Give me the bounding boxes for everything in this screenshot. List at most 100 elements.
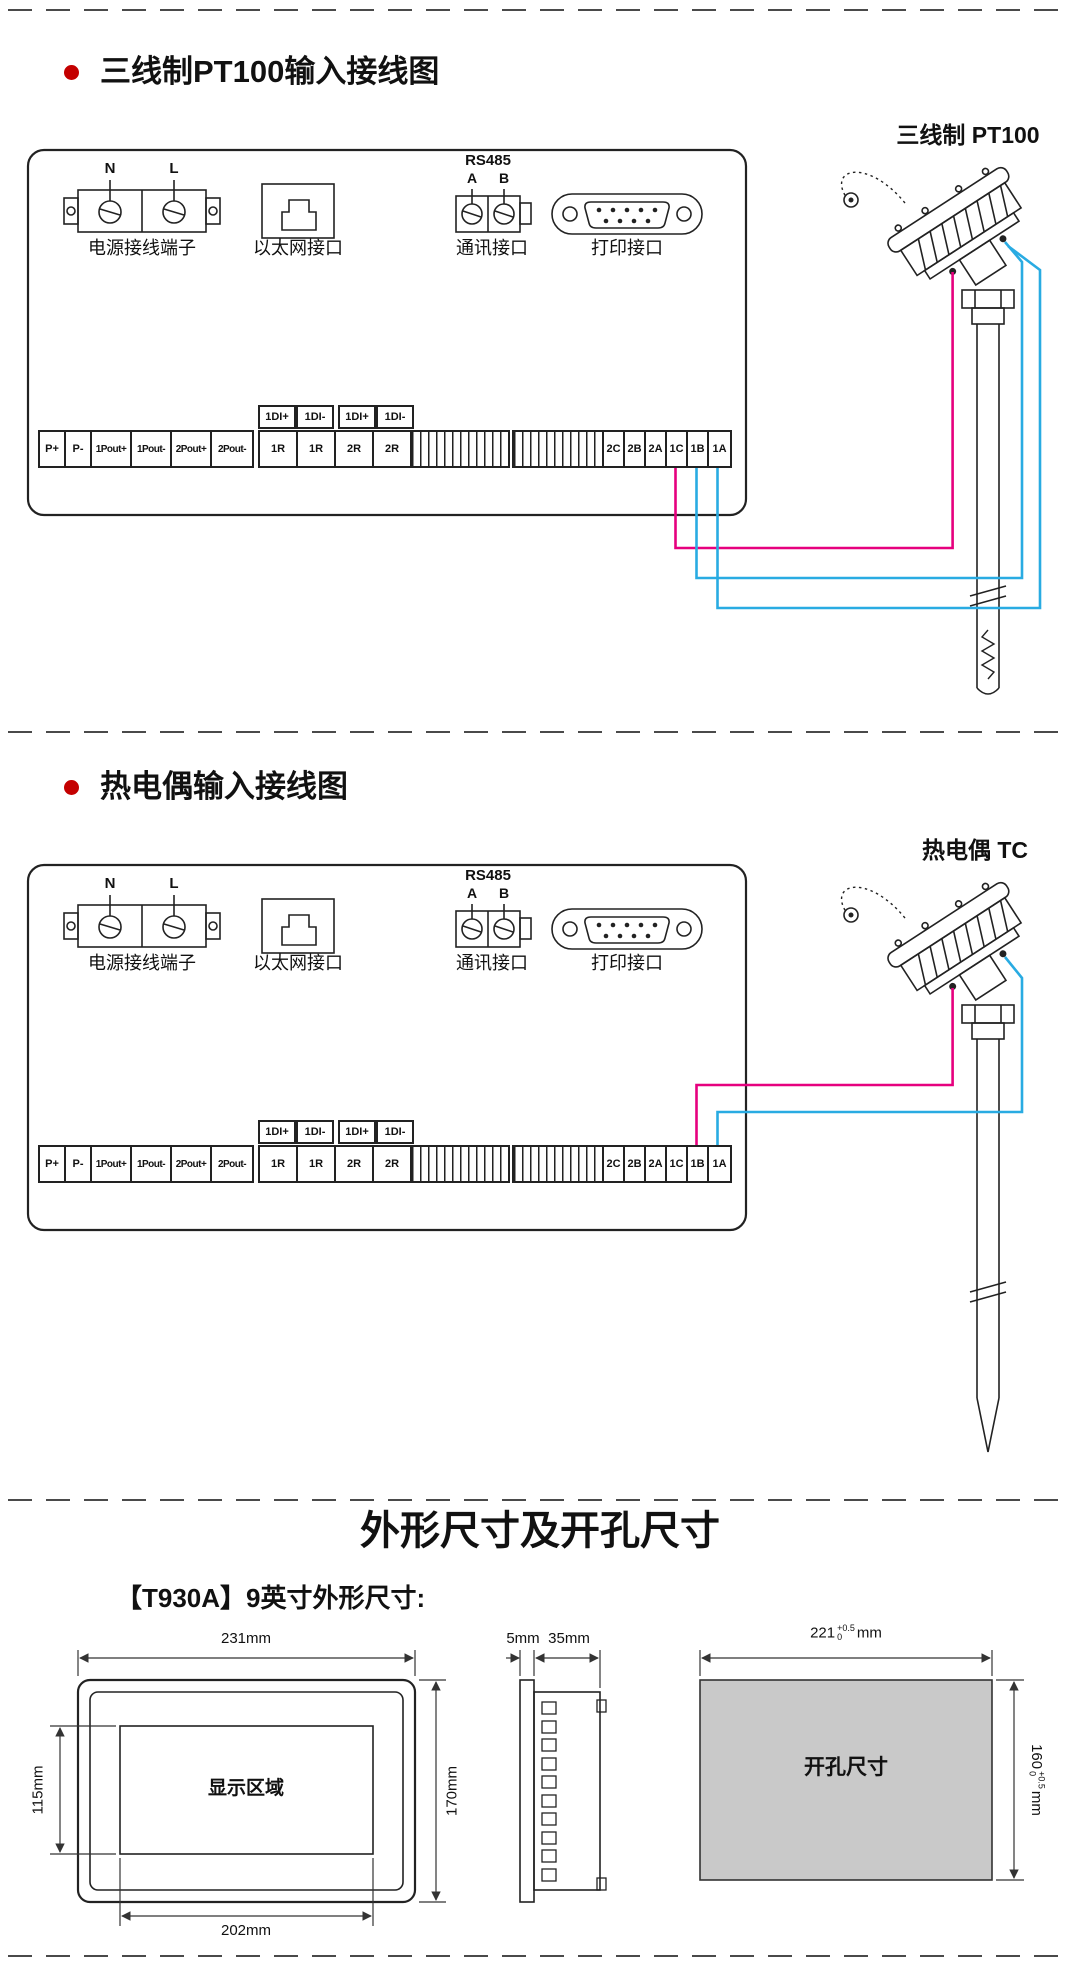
pt100-probe-head-icon (840, 158, 1051, 325)
dimensions-subtitle: 【T930A】9英寸外形尺寸: (116, 1583, 426, 1613)
cutout-dimension-lines (699, 1650, 1024, 1881)
terminal-cell: 1A (712, 443, 727, 455)
di-label-cell: 1DI+ (338, 1120, 376, 1144)
pt100-wire-magenta (674, 272, 954, 550)
section-heading: 热电偶输入接线图 (100, 769, 348, 804)
section-heading: 三线制PT100输入接线图 (100, 54, 440, 89)
output-terminal-strip: P+ P- 1Pout+ 1Pout- 2Pout+ 2Pout- (38, 1145, 254, 1183)
terminal-cell: P- (66, 432, 92, 466)
relay-terminal-strip: 1R 1R 2R 2R (258, 430, 510, 468)
side-view-dimension-lines (506, 1650, 601, 1688)
hatched-terminal-block (412, 1147, 508, 1181)
power-n-label: N (104, 875, 116, 892)
terminal-cell: 2C (604, 432, 625, 466)
terminal-cell: 2A (646, 1147, 667, 1181)
pt100-wire-blue-2 (716, 244, 1042, 610)
terminal-cell: 1Pout- (132, 432, 172, 466)
rear-panel-outline-2 (26, 863, 748, 1232)
terminal-cell: 2R (374, 1147, 412, 1181)
pt100-wire-blue-1 (695, 241, 1024, 580)
hatched-terminal-block (514, 1147, 604, 1181)
tc-probe-stem (969, 1039, 1007, 1453)
rs485-a-label: A (466, 170, 478, 186)
front-view-dimension-lines (50, 1650, 446, 1926)
probe-label: 三线制 PT100 (896, 122, 1040, 148)
di-label-cell: 1DI- (296, 405, 334, 429)
ethernet-port-label: 以太网接口 (253, 238, 343, 258)
di-label-cell: 1DI- (296, 1120, 334, 1144)
input-terminal-strip: 2C 2B 2A 1C 1B 1A (512, 1145, 732, 1183)
terminal-cell: P+ (40, 432, 66, 466)
dim-display-height: 115mm (29, 1765, 47, 1815)
terminal-cell: 2A (646, 432, 667, 466)
power-l-label: L (169, 160, 179, 177)
power-l-label: L (169, 875, 179, 892)
terminal-cell: 1R (260, 1147, 298, 1181)
display-area-label: 显示区域 (207, 1778, 285, 1799)
section-bullet-icon (64, 65, 79, 80)
terminal-cell: 2Pout- (217, 443, 247, 455)
terminal-cell: 2R (374, 432, 412, 466)
cutout-width-tol-minus: 0 (837, 1632, 843, 1643)
panel-ports-icons-1 (63, 179, 703, 239)
di-label-cell: 1DI+ (258, 405, 296, 429)
cutout-height-value: 160 (1028, 1744, 1046, 1770)
dim-outer-height: 170mm (443, 1765, 461, 1817)
terminal-cell: 1A (712, 1158, 727, 1170)
terminal-cell: 2R (336, 1147, 374, 1181)
terminal-cell: 1B (688, 432, 709, 466)
terminal-cell: 1B (688, 1147, 709, 1181)
terminal-cell: 1Pout- (132, 1147, 172, 1181)
side-view-drawing (519, 1679, 607, 1903)
terminal-cell: P- (66, 1147, 92, 1181)
cutout-rect (699, 1679, 993, 1881)
comm-port-label: 通讯接口 (456, 953, 528, 973)
terminal-cell: P+ (40, 1147, 66, 1181)
terminal-cell: 2Pout+ (172, 432, 212, 466)
rear-panel-outline-1 (26, 148, 748, 517)
cutout-area-label: 开孔尺寸 (804, 1756, 888, 1779)
front-view-drawing (76, 1678, 417, 1904)
probe-label: 热电偶 TC (921, 837, 1029, 863)
terminal-cell: 1Pout+ (92, 1147, 132, 1181)
rs485-b-label: B (498, 885, 510, 901)
cutout-width-tol-plus: +0.5 (837, 1623, 855, 1633)
di-label-cell: 1DI+ (338, 405, 376, 429)
input-terminal-strip: 2C 2B 2A 1C 1B 1A (512, 430, 732, 468)
ethernet-port-label: 以太网接口 (253, 953, 343, 973)
terminal-cell: 2B (625, 432, 646, 466)
cutout-width-value: 221 (810, 1624, 836, 1642)
terminal-cell: 2C (604, 1147, 625, 1181)
panel-ports-icons-2 (63, 894, 703, 954)
dim-bottom-width: 202mm (220, 1922, 272, 1939)
terminal-cell: 2R (336, 432, 374, 466)
relay-terminal-strip: 1R 1R 2R 2R (258, 1145, 510, 1183)
terminal-cell: 1C (667, 1147, 688, 1181)
rs485-b-label: B (498, 170, 510, 186)
rs485-title: RS485 (465, 152, 511, 169)
hatched-terminal-block (412, 432, 508, 466)
rs485-title: RS485 (465, 867, 511, 884)
section-bullet-icon (64, 780, 79, 795)
dim-bezel: 5mm (506, 1630, 540, 1647)
hatched-terminal-block (514, 432, 604, 466)
terminal-cell: 2B (625, 1147, 646, 1181)
di-label-cell: 1DI- (376, 1120, 414, 1144)
terminal-cell: 2Pout+ (172, 1147, 212, 1181)
terminal-cell: 2Pout- (217, 1158, 247, 1170)
cutout-height-tol-minus: 0 (1027, 1771, 1037, 1777)
dimensions-title: 外形尺寸及开孔尺寸 (360, 1509, 720, 1553)
output-terminal-strip: P+ P- 1Pout+ 1Pout- 2Pout+ 2Pout- (38, 430, 254, 468)
power-terminal-label: 电源接线端子 (88, 953, 196, 973)
pt100-probe-stem (969, 324, 1007, 695)
di-label-cell: 1DI+ (258, 1120, 296, 1144)
comm-port-label: 通讯接口 (456, 238, 528, 258)
power-n-label: N (104, 160, 116, 177)
terminal-cell: 1R (298, 1147, 336, 1181)
rs485-a-label: A (466, 885, 478, 901)
printer-port-label: 打印接口 (591, 238, 663, 258)
